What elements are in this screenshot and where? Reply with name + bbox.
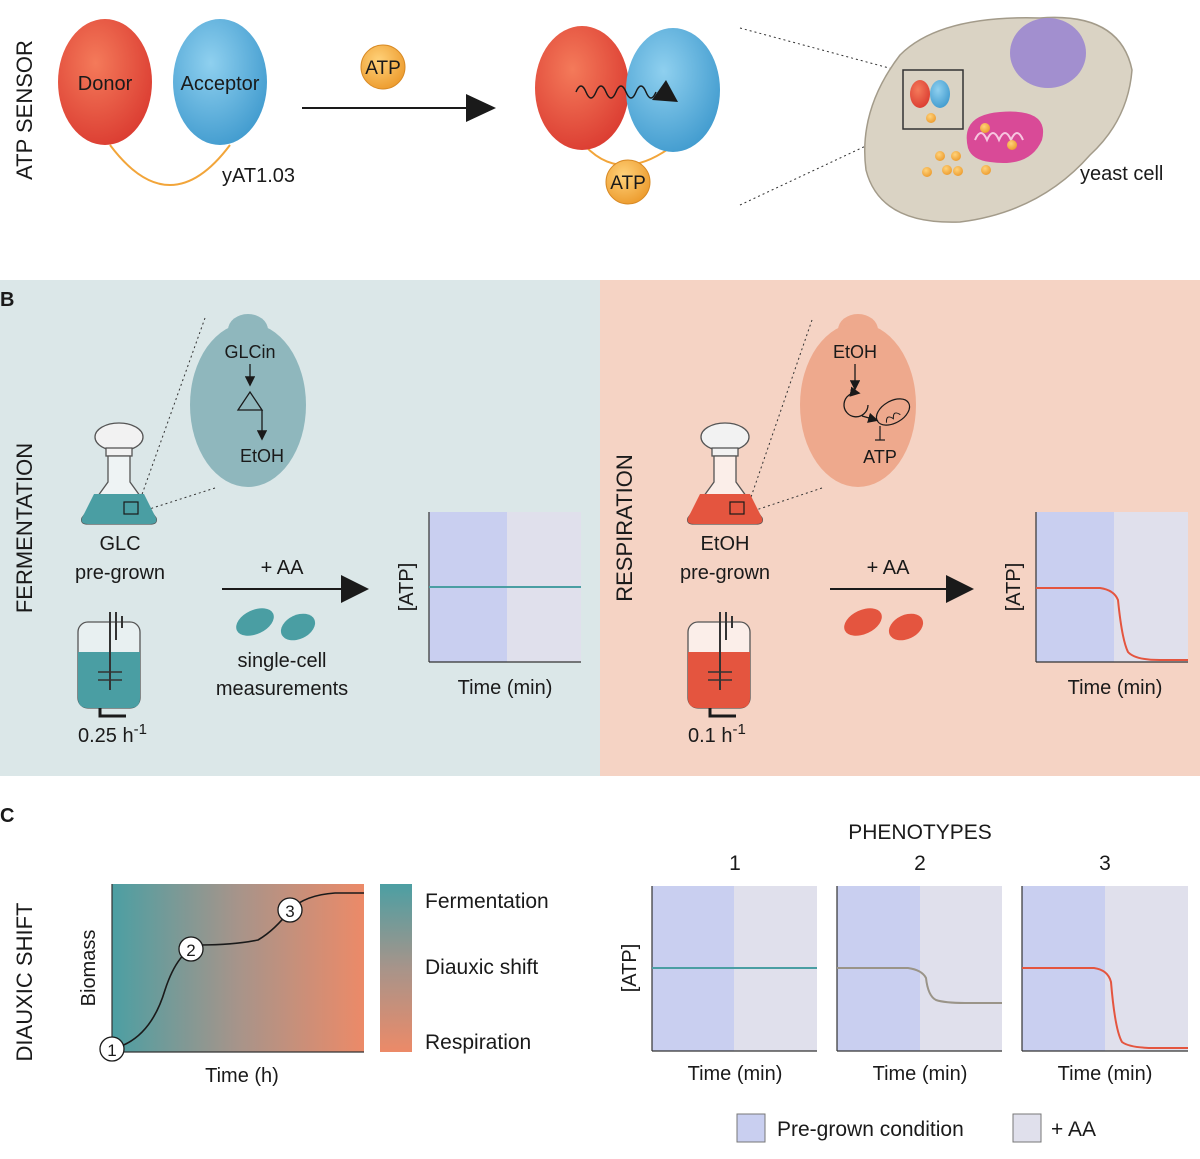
fermentation-plot-ylabel: [ATP] [396, 563, 418, 612]
bound-acceptor [626, 28, 720, 152]
phenotype-number-2: 2 [914, 852, 926, 875]
respiration-plot-xlabel: Time (min) [1068, 677, 1163, 699]
respiration-treatment: + AA [867, 557, 910, 579]
svg-text:1: 1 [107, 1041, 116, 1060]
sensor-name: yAT1.03 [222, 165, 295, 187]
respiration-cell [800, 323, 916, 487]
fret-arrow-head [652, 80, 678, 102]
respiration-mitochondrion-icon [875, 398, 911, 426]
respiration-plot-ylabel: [ATP] [1003, 563, 1025, 612]
scale-label-diauxic: Diauxic shift [425, 956, 538, 979]
fermentation-pathway-bottom: EtOH [240, 446, 284, 466]
fermentation-zoom-line1 [139, 317, 206, 501]
panel-a-section-label: ATP SENSOR [12, 40, 37, 180]
phenotype2-xlabel: Time (min) [873, 1063, 968, 1085]
growth-plot-background [112, 884, 364, 1052]
bound-atp [605, 159, 651, 205]
respiration-plot-aa [1114, 512, 1188, 662]
fermentation-pathway-triangle [236, 390, 264, 411]
phenotypes-title: PHENOTYPES [848, 821, 992, 844]
acceptor-domain [173, 19, 267, 145]
fermentation-pathway-top: GLCin [224, 342, 275, 362]
phenotype-number-1: 1 [729, 852, 741, 875]
atp-molecule [360, 44, 406, 90]
legend-aa-label: + AA [1051, 1118, 1096, 1141]
panel-c-section-label: DIAUXIC SHIFT [12, 903, 37, 1062]
donor-domain [58, 19, 152, 145]
panel-b-letter: B [0, 289, 14, 311]
fermentation-label: FERMENTATION [12, 443, 37, 613]
legend-aa-swatch [1012, 1113, 1042, 1143]
growth-point-3: 3 [277, 897, 303, 923]
growth-point-2: 2 [178, 936, 204, 962]
bound-donor [535, 26, 629, 150]
fermentation-flask-line1: GLC [99, 533, 140, 555]
zoom-line-top [739, 27, 905, 73]
fermentation-treatment: + AA [261, 557, 304, 579]
fermentation-arrow-head [341, 575, 369, 603]
scale-label-fermentation: Fermentation [425, 890, 549, 913]
legend-pregrown-label: Pre-grown condition [777, 1118, 964, 1141]
scale-label-respiration: Respiration [425, 1031, 531, 1054]
growth-point-1: 1 [99, 1036, 125, 1062]
phenotype3-trace [1022, 967, 1188, 1049]
fret-wave [575, 85, 657, 99]
respiration-bioreactor [687, 612, 751, 718]
fermentation-rate: 0.25 h-1 [78, 721, 147, 747]
yeast-cell-illustration [863, 16, 1133, 223]
phenotype2-aa [920, 886, 1002, 1051]
phenotype-ylabel: [ATP] [619, 944, 641, 993]
fermentation-bioreactor [77, 612, 141, 718]
phenotype3-aa [1105, 886, 1188, 1051]
respiration-rate: 0.1 h-1 [688, 721, 746, 747]
respiration-cells-icon [844, 608, 924, 641]
fermentation-measure-line1: single-cell [238, 650, 327, 672]
fermentation-cell [190, 323, 306, 487]
respiration-zoom-line1 [749, 319, 813, 501]
respiration-flask [686, 422, 764, 525]
growth-ylabel: Biomass [78, 930, 100, 1007]
atp-free-label: ATP [365, 58, 401, 79]
panel-a: ATP SENSOR Donor Acceptor yAT1.03 ATP AT… [12, 16, 1163, 223]
fermentation-cells-icon [236, 608, 316, 641]
respiration-arrow-head [946, 575, 974, 603]
svg-text:3: 3 [285, 902, 294, 921]
respiration-tca-cycle [843, 386, 869, 418]
yeast-cell-label: yeast cell [1080, 163, 1163, 185]
phenotype1-xlabel: Time (min) [688, 1063, 783, 1085]
respiration-label: RESPIRATION [612, 454, 637, 602]
respiration-atp-trace [1036, 587, 1188, 661]
panel-c-letter: C [0, 805, 14, 827]
metabolic-scale-bar [380, 884, 412, 1052]
fermentation-plot-xlabel: Time (min) [458, 677, 553, 699]
fermentation-zoom-line2 [139, 487, 216, 513]
donor-label: Donor [78, 73, 133, 95]
fermentation-measure-line2: measurements [216, 678, 348, 700]
phenotype-number-3: 3 [1099, 852, 1111, 875]
respiration-pathway-bottom: ATP [863, 447, 897, 467]
respiration-flask-line1: EtOH [701, 533, 750, 555]
respiration-pathway-top: EtOH [833, 342, 877, 362]
phenotype2-trace [837, 967, 1002, 1004]
svg-text:2: 2 [186, 941, 195, 960]
panel-c: C DIAUXIC SHIFT 1 2 3 Biomass Time (h) F… [0, 805, 1188, 1143]
fermentation-flask [80, 422, 158, 525]
respiration-pathway-arrow2 [861, 412, 879, 423]
respiration-flask-line2: pre-grown [680, 562, 770, 584]
acceptor-label: Acceptor [181, 73, 260, 95]
sensor-linker [109, 144, 231, 186]
fermentation-flask-line2: pre-grown [75, 562, 165, 584]
binding-arrow-head [466, 94, 496, 122]
atp-bound-label: ATP [610, 173, 646, 194]
panel-b: B FERMENTATION GLCin EtOH GLC pre-grown [0, 280, 1200, 776]
phenotype3-xlabel: Time (min) [1058, 1063, 1153, 1085]
growth-xlabel: Time (h) [205, 1065, 279, 1087]
legend-pregrown-swatch [736, 1113, 766, 1143]
